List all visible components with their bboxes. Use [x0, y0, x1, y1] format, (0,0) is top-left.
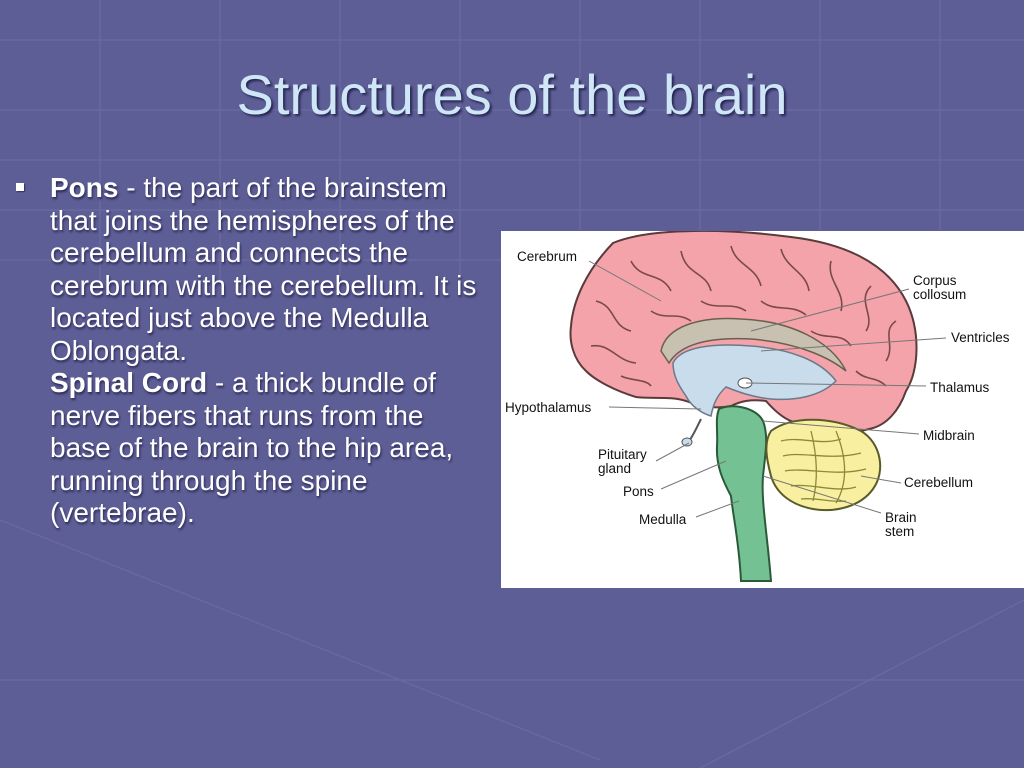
bullet-marker	[16, 183, 24, 191]
pituitary-gland-shape	[681, 437, 693, 447]
label-pons: Pons	[623, 484, 654, 499]
pons-definition: - the part of the brainstem that joins t…	[50, 172, 477, 366]
label-brainstem-line1: Brain	[885, 510, 917, 525]
spinal-cord-paragraph: Spinal Cord - a thick bundle of nerve fi…	[50, 367, 490, 530]
label-brainstem-line2: stem	[885, 524, 914, 539]
label-cerebrum: Cerebrum	[517, 249, 577, 264]
label-medulla: Medulla	[639, 512, 687, 527]
label-corpus-line1: Corpus	[913, 273, 957, 288]
label-ventricles: Ventricles	[951, 330, 1010, 345]
label-midbrain: Midbrain	[923, 428, 975, 443]
label-cerebellum: Cerebellum	[904, 475, 973, 490]
label-corpus-line2: collosum	[913, 287, 966, 302]
pons-paragraph: Pons - the part of the brainstem that jo…	[50, 172, 490, 367]
pons-term: Pons	[50, 172, 119, 203]
brain-diagram: Cerebrum Corpus collosum Ventricles Thal…	[501, 231, 1024, 588]
label-hypothalamus: Hypothalamus	[505, 400, 592, 415]
spinal-cord-definition: - a thick bundle of nerve fibers that ru…	[50, 367, 454, 528]
slide-body: Pons - the part of the brainstem that jo…	[50, 172, 490, 530]
cerebellum-shape	[765, 418, 882, 512]
corpus-callosum-shape	[660, 317, 847, 372]
label-pituitary-line1: Pituitary	[598, 447, 647, 462]
ventricles-shape	[672, 344, 837, 417]
label-thalamus: Thalamus	[930, 380, 990, 395]
slide-title: Structures of the brain	[236, 63, 788, 126]
label-pituitary-line2: gland	[598, 461, 631, 476]
spinal-cord-term: Spinal Cord	[50, 367, 208, 398]
